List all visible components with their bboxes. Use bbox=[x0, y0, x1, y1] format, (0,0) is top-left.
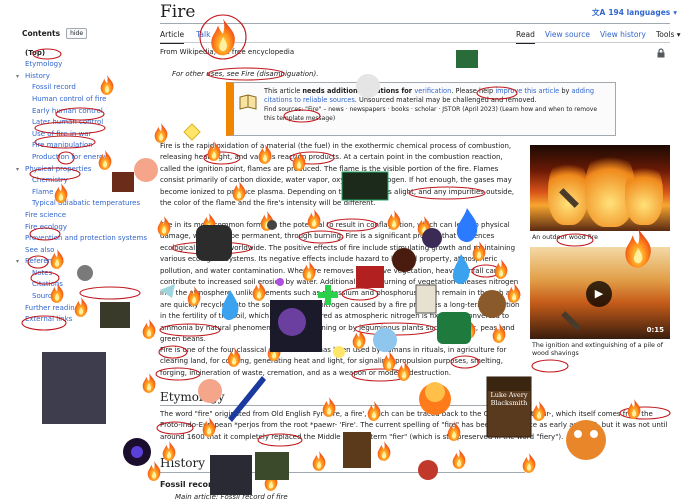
toc-item[interactable]: Fossil record bbox=[22, 82, 142, 94]
toc-item[interactable]: ▾ References bbox=[16, 256, 142, 268]
toc-item[interactable]: Fire ecology bbox=[22, 222, 142, 234]
etymology-paragraph: The word "fire" originated from Old Engl… bbox=[160, 410, 668, 441]
luke-avery-label: Luke Avery Blacksmith bbox=[490, 391, 528, 407]
toc-item-label: Citations bbox=[32, 280, 63, 289]
main-article-note[interactable]: Main article: Fossil record of fire bbox=[175, 493, 288, 500]
hatnote: For other uses, see Fire (disambiguation… bbox=[172, 70, 319, 78]
find-sources[interactable]: Find sources: "Fire" – news · newspapers… bbox=[264, 106, 598, 122]
wood-fire-photo[interactable] bbox=[530, 145, 670, 231]
toc-item[interactable]: (Top) bbox=[22, 48, 142, 60]
toc-item-label: Fire science bbox=[25, 210, 67, 219]
toc-hide-button[interactable]: hide bbox=[66, 28, 88, 40]
intro-paragraph-1: Fire is the rapid oxidation of a materia… bbox=[160, 142, 515, 208]
toc-item-label: Etymology bbox=[25, 60, 63, 69]
toc-item[interactable]: Production for energy bbox=[22, 152, 142, 164]
play-icon[interactable]: ▶ bbox=[586, 280, 612, 307]
video-caption: The ignition and extinguishing of a pile… bbox=[532, 341, 663, 358]
toc-item-label: History bbox=[25, 71, 50, 80]
citation-needed-notice: This article needs additional citations … bbox=[226, 82, 616, 136]
languages-button[interactable]: 文A 194 languages ▾ bbox=[592, 7, 677, 18]
photo-caption-1: An outdoor wood fire bbox=[532, 234, 599, 241]
translate-icon: 文A bbox=[592, 8, 606, 17]
toc-item[interactable]: Fire manipulation bbox=[22, 140, 142, 152]
title-divider bbox=[160, 23, 670, 24]
improve-link[interactable]: improve this article bbox=[495, 87, 560, 95]
etymology-divider bbox=[160, 405, 525, 406]
toc-item-label: (Top) bbox=[25, 48, 46, 57]
chevron-down-icon[interactable]: ▾ bbox=[16, 72, 20, 80]
toc-item[interactable]: Flame bbox=[22, 187, 142, 199]
adding-citations-link[interactable]: adding citations to reliable sources bbox=[264, 87, 595, 104]
tab-view-source[interactable]: View source bbox=[544, 30, 590, 39]
toc-item[interactable]: Fire science bbox=[22, 210, 142, 222]
fire-video[interactable]: ▶ 0:15 bbox=[530, 246, 670, 339]
toc-item[interactable]: Chemistry bbox=[22, 175, 142, 187]
toc-item[interactable]: ▾ History bbox=[16, 71, 142, 83]
toc-item-label: Production for energy bbox=[32, 152, 108, 161]
toc-item-label: Later human control bbox=[32, 118, 104, 127]
chevron-down-icon: ▾ bbox=[673, 8, 678, 17]
view-tabs: Read View source View history Tools ▾ bbox=[516, 30, 681, 44]
toc-item[interactable]: Citations bbox=[22, 279, 142, 291]
video-duration: 0:15 bbox=[646, 325, 664, 334]
chevron-down-icon[interactable]: ▾ bbox=[16, 165, 20, 173]
chevron-down-icon[interactable]: ▾ bbox=[16, 258, 20, 266]
toc-item[interactable]: Early human control bbox=[22, 106, 142, 118]
toc-item[interactable]: See also bbox=[22, 245, 142, 257]
toc-item[interactable]: Prevention and protection systems bbox=[22, 233, 147, 245]
toc-item-label: Human control of fire bbox=[32, 94, 107, 103]
page-title: Fire bbox=[160, 2, 196, 22]
toc-item-label: Chemistry bbox=[32, 176, 68, 185]
history-heading: History bbox=[160, 456, 206, 470]
intro-paragraph-2: Fire in its most common form has the pot… bbox=[160, 221, 520, 344]
history-divider bbox=[160, 472, 525, 473]
toc-item[interactable]: Notes bbox=[22, 268, 142, 280]
toc-item[interactable]: Typical adiabatic temperatures bbox=[22, 198, 142, 210]
toc-item-label: See also bbox=[25, 245, 55, 254]
tab-tools[interactable]: Tools ▾ bbox=[655, 30, 681, 39]
toc-item-label: Further reading bbox=[25, 303, 80, 312]
toc-item-label: Typical adiabatic temperatures bbox=[32, 199, 141, 208]
tabs-divider bbox=[160, 42, 670, 43]
toc-item-label: Prevention and protection systems bbox=[25, 234, 147, 243]
toc-item[interactable]: Later human control bbox=[22, 117, 142, 129]
toc-item[interactable]: Etymology bbox=[22, 59, 142, 71]
toc-item[interactable]: Human control of fire bbox=[22, 94, 142, 106]
toc-item[interactable]: External links bbox=[22, 314, 142, 326]
etymology-heading: Etymology bbox=[160, 390, 225, 404]
book-icon bbox=[239, 94, 257, 110]
languages-label: 194 languages bbox=[608, 8, 671, 17]
toc-header: Contents hide bbox=[22, 28, 142, 40]
lock-icon bbox=[657, 48, 665, 58]
infobox: An outdoor wood fire ▶ 0:15 The ignition… bbox=[530, 145, 670, 363]
toc-item-label: References bbox=[25, 257, 64, 266]
toc-item-label: Fire ecology bbox=[25, 222, 67, 231]
tab-read[interactable]: Read bbox=[516, 30, 535, 44]
toc-item-label: Physical properties bbox=[25, 164, 92, 173]
toc-item[interactable]: Use of fire in war bbox=[22, 129, 142, 141]
tab-view-history[interactable]: View history bbox=[599, 30, 646, 39]
tab-article[interactable]: Article bbox=[160, 30, 185, 44]
toc-title: Contents bbox=[22, 29, 61, 38]
toc-item[interactable]: Further reading bbox=[22, 303, 142, 315]
toc-item-label: Use of fire in war bbox=[32, 129, 92, 138]
toc-item-label: External links bbox=[25, 315, 73, 324]
toc-item-label: Notes bbox=[32, 268, 53, 277]
fossil-record-heading: Fossil record bbox=[160, 480, 218, 489]
toc-item-label: Fire manipulation bbox=[32, 141, 93, 150]
notice-text: This article needs additional citations … bbox=[264, 87, 595, 104]
toc-item-label: Early human control bbox=[32, 106, 103, 115]
toc-item[interactable]: Sources bbox=[22, 291, 142, 303]
toc-item-label: Flame bbox=[32, 187, 54, 196]
toc-item-label: Fossil record bbox=[32, 83, 76, 92]
tagline: From Wikipedia, the free encyclopedia bbox=[160, 48, 295, 56]
intro-paragraph-3: Fire is one of the four classical elemen… bbox=[160, 346, 507, 377]
toc-item-label: Sources bbox=[32, 292, 60, 301]
verification-link[interactable]: verification bbox=[414, 87, 452, 95]
toc-item[interactable]: ▾ Physical properties bbox=[16, 164, 142, 176]
